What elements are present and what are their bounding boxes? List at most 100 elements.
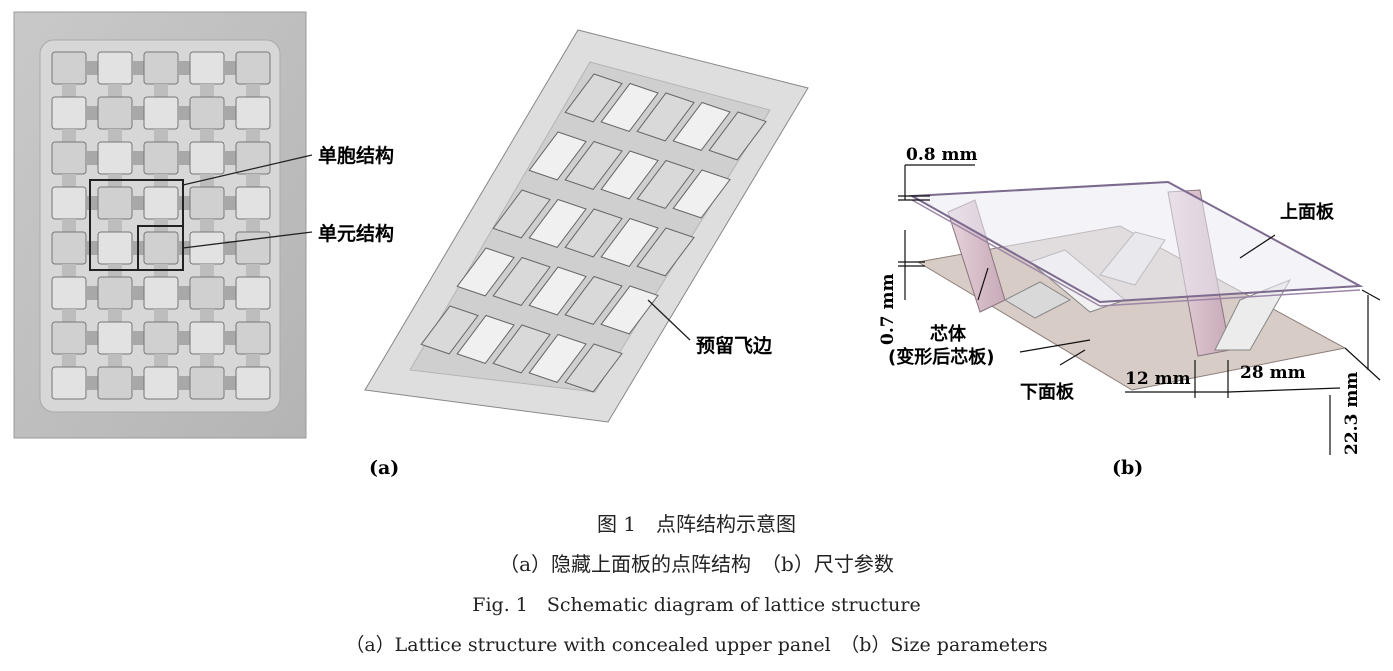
- perspective-cell-grid: [420, 73, 767, 393]
- lattice-cell: [235, 96, 271, 130]
- lattice-cell: [189, 96, 225, 130]
- lattice-strut: [86, 241, 98, 255]
- lattice-strut: [224, 331, 236, 345]
- lattice-cell: [143, 276, 179, 310]
- lattice-strut: [108, 84, 122, 97]
- sandwich-structure: [908, 180, 1364, 391]
- perspective-cell: [672, 169, 731, 219]
- dim-top-thickness: 0.8 mm: [906, 145, 977, 165]
- perspective-cell: [600, 217, 659, 267]
- label-lower-panel: 下面板: [1020, 381, 1075, 403]
- lattice-cell: [235, 366, 271, 400]
- lattice-strut: [86, 151, 98, 165]
- lattice-cell: [51, 141, 87, 175]
- dim-height: 22.3 mm: [1342, 372, 1362, 455]
- perspective-cell: [564, 343, 623, 393]
- lattice-strut: [86, 61, 98, 75]
- lattice-cell: [51, 276, 87, 310]
- lattice-cell: [51, 186, 87, 220]
- lattice-strut: [62, 84, 76, 97]
- lattice-strut: [178, 106, 190, 120]
- lattice-cell: [97, 231, 133, 265]
- perspective-cell: [708, 111, 767, 161]
- caption-cn-title: 图 1 点阵结构示意图: [596, 512, 797, 536]
- lattice-cell: [51, 321, 87, 355]
- perspective-cell: [600, 285, 659, 335]
- perspective-cell: [564, 140, 623, 190]
- lattice-strut: [108, 309, 122, 322]
- perspective-cell: [528, 198, 587, 248]
- lattice-cell: [97, 321, 133, 355]
- perspective-cell: [492, 256, 551, 306]
- lattice-cell: [143, 141, 179, 175]
- lattice-strut: [178, 61, 190, 75]
- callout-unit-label: 单元结构: [318, 222, 394, 245]
- cell-leader-line: [182, 154, 313, 186]
- perspective-cell: [636, 227, 695, 277]
- lattice-strut: [62, 354, 76, 367]
- lattice-cell: [189, 366, 225, 400]
- lattice-strut: [62, 309, 76, 322]
- lattice-strut: [224, 241, 236, 255]
- lattice-strut: [200, 309, 214, 322]
- caption-en-sub: （a）Lattice structure with concealed uppe…: [345, 634, 1048, 656]
- lattice-cell: [97, 141, 133, 175]
- lattice-cell: [97, 96, 133, 130]
- dim-bottom-thickness: 0.7 mm: [878, 274, 898, 345]
- lattice-cell: [97, 366, 133, 400]
- perspective-cell: [636, 159, 695, 209]
- lattice-strut: [132, 331, 144, 345]
- lattice-strut: [178, 376, 190, 390]
- lattice-strut: [246, 264, 260, 277]
- dimension-lines: [898, 164, 1381, 455]
- lattice-cell: [97, 186, 133, 220]
- dim-width-a: 12 mm: [1125, 369, 1191, 389]
- lattice-strut: [200, 84, 214, 97]
- lattice-strut: [132, 196, 144, 210]
- lattice-strut: [132, 106, 144, 120]
- label-core-1: 芯体: [930, 323, 967, 345]
- lattice-strut: [154, 354, 168, 367]
- lattice-cell: [143, 231, 179, 265]
- perspective-cell: [564, 208, 623, 258]
- lattice-strut: [224, 376, 236, 390]
- lattice-strut: [224, 151, 236, 165]
- lattice-strut: [62, 174, 76, 187]
- dim-width-b: 28 mm: [1240, 363, 1306, 383]
- lattice-cell: [143, 51, 179, 85]
- lattice-strut: [224, 196, 236, 210]
- perspective-cell: [564, 275, 623, 325]
- lattice-cell: [235, 51, 271, 85]
- perspective-cell: [600, 82, 659, 132]
- lattice-strut: [200, 264, 214, 277]
- lattice-strut: [62, 129, 76, 142]
- lattice-strut: [86, 196, 98, 210]
- panel-b-tag: (b): [1112, 457, 1143, 479]
- lattice-cell: [51, 96, 87, 130]
- lattice-cell: [97, 276, 133, 310]
- lattice-strut: [62, 264, 76, 277]
- label-core-2: (变形后芯板): [888, 346, 994, 368]
- lattice-cell: [189, 231, 225, 265]
- label-upper-panel: 上面板: [1280, 201, 1335, 223]
- perspective-cell: [600, 150, 659, 200]
- perspective-cell: [528, 333, 587, 383]
- lattice-cell: [51, 366, 87, 400]
- lattice-strut: [108, 219, 122, 232]
- figure-canvas: 单胞结构 单元结构 预留飞边 (a) 0.8 mm 0.7 mm 12 mm 2…: [13, 11, 1381, 479]
- lattice-strut: [108, 129, 122, 142]
- perspective-cell: [528, 266, 587, 316]
- lattice-strut: [200, 129, 214, 142]
- perspective-cell: [456, 314, 515, 364]
- lattice-strut: [246, 129, 260, 142]
- lattice-strut: [224, 106, 236, 120]
- perspective-cell: [528, 131, 587, 181]
- lattice-strut: [246, 174, 260, 187]
- lattice-strut: [132, 151, 144, 165]
- lattice-cell: [235, 321, 271, 355]
- lattice-strut: [132, 286, 144, 300]
- perspective-cell: [672, 101, 731, 151]
- lattice-strut: [86, 331, 98, 345]
- unit-leader-line: [182, 231, 313, 249]
- lattice-cell: [143, 321, 179, 355]
